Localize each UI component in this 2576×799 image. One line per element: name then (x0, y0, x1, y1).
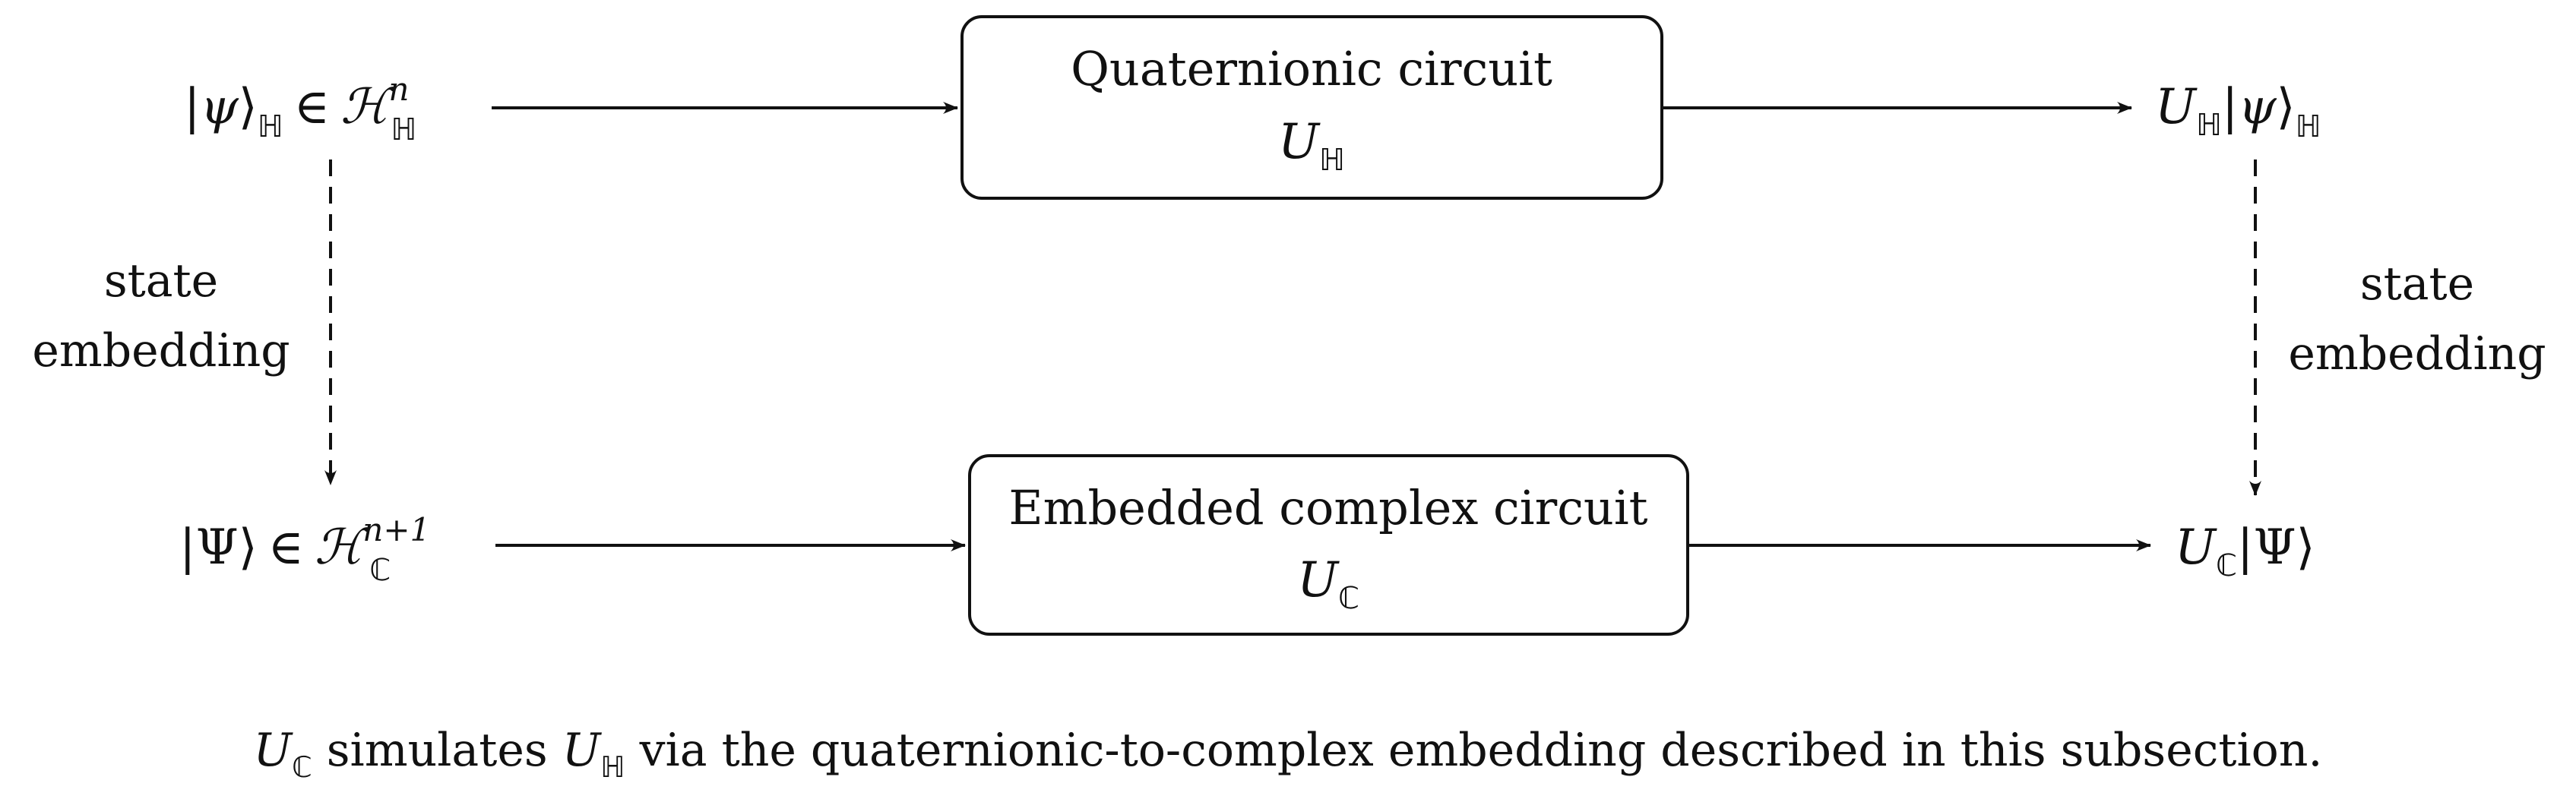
node-quaternionic-output: Uℍ|ψ⟩ℍ (2155, 79, 2321, 144)
complex-circuit-title: Embedded complex circuit (1008, 480, 1647, 535)
right-embedding-label-line1: state (2360, 257, 2474, 311)
left-embedding-label-line2: embedding (32, 324, 290, 377)
left-embedding-label-line1: state (104, 254, 218, 308)
quaternionic-circuit-title: Quaternionic circuit (1071, 41, 1552, 96)
complex-circuit-operator: Uℂ (1297, 552, 1359, 616)
quaternionic-circuit-operator: Uℍ (1278, 114, 1345, 178)
diagram-caption: Uℂ simulates Uℍ via the quaternionic-to-… (254, 724, 2323, 784)
right-embedding-label-line2: embedding (2288, 327, 2546, 381)
node-complex-output: Uℂ|Ψ⟩ (2175, 520, 2315, 583)
